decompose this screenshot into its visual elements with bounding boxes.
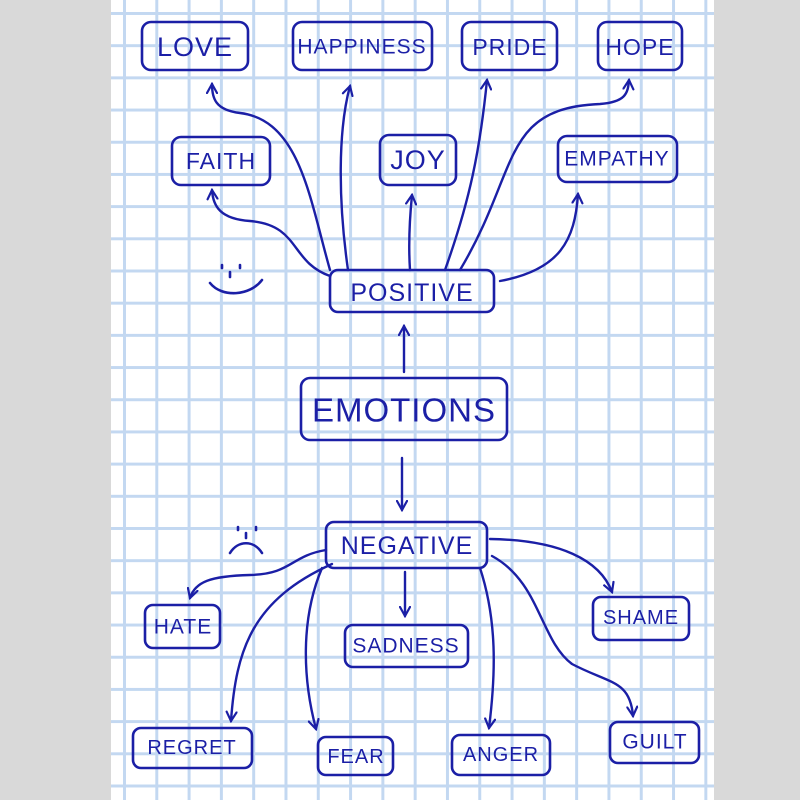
arrow-positive-to-love — [212, 84, 332, 272]
arrow-negative-to-regret — [231, 562, 334, 721]
grid-paper — [111, 0, 714, 800]
node-label: FEAR — [327, 746, 384, 768]
node-pride: PRIDE — [460, 20, 559, 72]
node-label: NEGATIVE — [341, 532, 474, 560]
node-shame: SHAME — [591, 595, 691, 642]
node-empathy: EMPATHY — [556, 134, 679, 184]
node-anger: ANGER — [450, 733, 552, 777]
node-label: ANGER — [463, 744, 539, 766]
node-regret: REGRET — [131, 726, 254, 770]
node-love: LOVE — [140, 20, 250, 72]
node-label: HAPPINESS — [297, 36, 426, 59]
arrow-positive-to-hope — [458, 80, 629, 272]
node-emotions: EMOTIONS — [299, 376, 509, 442]
node-faith: FAITH — [170, 135, 272, 187]
node-label: POSITIVE — [350, 279, 473, 307]
sad-face-icon — [228, 525, 264, 555]
node-label: PRIDE — [472, 34, 547, 60]
node-positive: POSITIVE — [328, 268, 496, 314]
node-label: SHAME — [603, 607, 679, 629]
node-label: HATE — [154, 616, 212, 639]
node-joy: JOY — [378, 133, 458, 187]
node-label: HOPE — [605, 34, 674, 60]
node-label: GUILT — [622, 731, 687, 754]
arrow-negative-to-anger — [478, 566, 494, 728]
node-happiness: HAPPINESS — [291, 20, 434, 72]
node-label: EMOTIONS — [312, 392, 496, 429]
node-negative: NEGATIVE — [324, 520, 489, 570]
node-label: SADNESS — [352, 635, 459, 658]
node-fear: FEAR — [316, 735, 395, 777]
edges — [190, 80, 633, 729]
arrow-positive-to-pride — [443, 80, 487, 272]
arrow-positive-to-joy — [409, 195, 412, 272]
arrow-negative-to-shame — [488, 537, 612, 592]
node-label: FAITH — [186, 148, 256, 174]
smiley-face-icon — [208, 263, 264, 295]
node-hope: HOPE — [596, 20, 684, 72]
node-label: REGRET — [147, 737, 236, 759]
node-label: LOVE — [157, 32, 233, 62]
arrow-negative-to-fear — [304, 566, 324, 729]
arrow-negative-to-guilt — [490, 554, 633, 716]
arrow-positive-to-happiness — [339, 86, 350, 272]
arrow-positive-to-empathy — [498, 194, 578, 283]
node-guilt: GUILT — [608, 720, 701, 765]
node-hate: HATE — [143, 603, 222, 650]
node-sadness: SADNESS — [343, 623, 470, 669]
node-label: JOY — [390, 145, 446, 175]
arrow-positive-to-faith — [212, 190, 332, 278]
arrow-negative-to-hate — [190, 548, 328, 598]
node-label: EMPATHY — [564, 148, 669, 171]
